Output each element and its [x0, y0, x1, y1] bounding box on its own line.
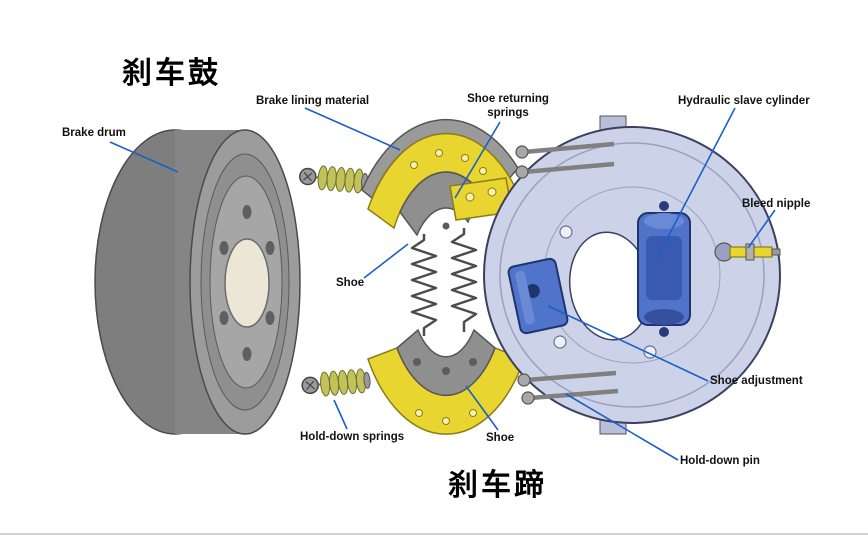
hold-down-spring-top [299, 165, 369, 194]
shoe-returning-spring-right [450, 228, 478, 332]
bleed-nipple-part [714, 242, 781, 262]
spring-coils [317, 165, 364, 194]
shoe-bottom-web-holes [413, 358, 477, 375]
bottom-divider [0, 533, 868, 535]
backing-plate-illustration [483, 115, 781, 435]
label-shoe-top: Shoe [336, 277, 365, 289]
label-hold-down-springs: Hold-down springs [300, 431, 405, 443]
hold-down-pins-top [515, 141, 615, 179]
label-shoe-adjustment: Shoe adjustment [710, 375, 803, 387]
leader-hold-down-pin [565, 393, 679, 461]
title-brake-drum-cn: 刹车鼓 [122, 56, 221, 91]
label-hold-down-pin: Hold-down pin [680, 455, 760, 467]
leader-brake-drum [109, 141, 179, 173]
leader-bleed-nipple [747, 209, 776, 249]
brake-shoes-illustration [361, 118, 525, 435]
drum-bolt-holes [219, 205, 275, 361]
label-bleed-nipple: Bleed nipple [742, 198, 811, 210]
leader-lines [109, 107, 776, 461]
leader-shoe-bottom [465, 385, 499, 431]
shoe-top-web-hole [442, 222, 450, 230]
anchor-plate-hole [465, 192, 475, 202]
label-shoe-bottom: Shoe [486, 432, 515, 444]
title-brake-shoe-cn: 刹车蹄 [448, 468, 547, 503]
label-hydraulic-slave-cylinder: Hydraulic slave cylinder [678, 95, 810, 107]
label-shoe-returning-springs: Shoe returning springs [467, 93, 549, 120]
label-brake-lining-material: Brake lining material [256, 95, 370, 107]
leader-shoe-top [363, 243, 409, 279]
brake-drum-illustration [94, 129, 301, 435]
shoe-returning-spring-left [410, 234, 438, 336]
shoe-top-rivets [410, 149, 487, 175]
leader-brake-lining [304, 107, 401, 151]
spring-coils [320, 368, 367, 397]
label-brake-drum: Brake drum [62, 127, 126, 139]
hydraulic-slave-cylinder [637, 201, 691, 337]
leader-shoe-adjustment [547, 305, 709, 382]
hold-down-spring-bottom [301, 368, 371, 397]
hold-down-pins-bottom [517, 370, 619, 405]
anchor-plate-hole [487, 187, 497, 197]
plate-ring-outer [499, 142, 765, 408]
drum-hub-bore [224, 238, 270, 328]
shoe-bottom-rivets [415, 409, 477, 425]
leader-shoe-returning-springs [454, 121, 501, 199]
leader-hydraulic-cylinder [655, 107, 736, 261]
shoe-adjustment-block [507, 257, 569, 335]
leader-hold-down-springs [333, 399, 348, 430]
shoe-bottom-web [396, 328, 496, 397]
